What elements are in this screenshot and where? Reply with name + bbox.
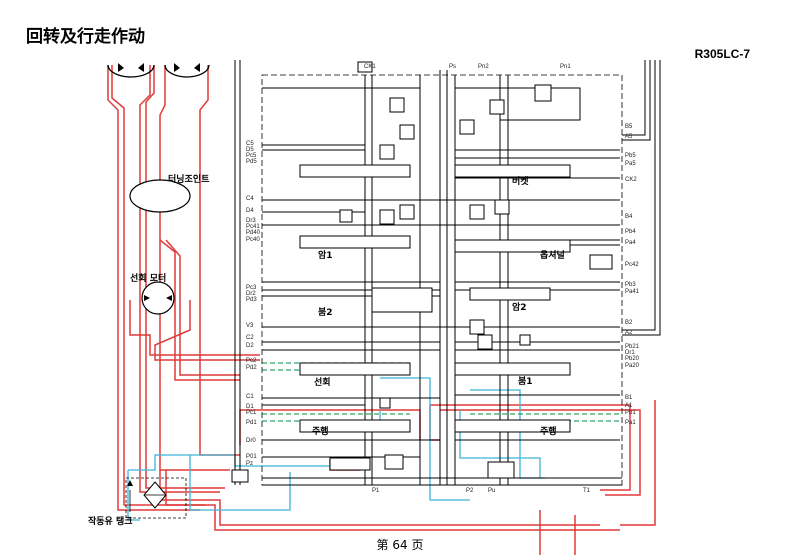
travel-motor-left xyxy=(107,63,155,78)
port-pa20: Pa20 xyxy=(625,363,640,369)
port-a5: A5 xyxy=(625,134,633,140)
swing-motor-shape xyxy=(141,281,175,315)
port-pz: Pz xyxy=(246,461,253,467)
port-a1: A1 xyxy=(625,403,633,409)
port-dr1: Dr1 xyxy=(625,350,635,356)
port-pa41: Pa41 xyxy=(625,289,640,295)
page-title: 回转及行走作动 xyxy=(26,27,145,47)
port-p2: P2 xyxy=(466,488,474,494)
port-b4: B4 xyxy=(625,214,633,220)
port-c1: C1 xyxy=(246,394,254,400)
turning-joint-shape xyxy=(129,179,191,213)
port-d4: D4 xyxy=(246,208,254,214)
port-pd5: Pd5 xyxy=(246,159,257,165)
model-label: R305LC-7 xyxy=(694,47,750,61)
port-ck1: CK1 xyxy=(364,64,376,70)
valve-frame xyxy=(234,60,661,486)
port-a2: A2 xyxy=(625,330,633,336)
port-ck2: CK2 xyxy=(625,177,637,183)
port-labels-left: C5D5Pc5Pd5C4D4Dr3Pc41Pd40Pc40Pc3Dr2Pd3V3… xyxy=(246,141,261,467)
tank-filter xyxy=(125,477,187,519)
port-c4: C4 xyxy=(246,196,254,202)
port-d2: D2 xyxy=(246,343,254,349)
travel-motor-right xyxy=(164,63,210,78)
port-d1: D1 xyxy=(246,404,254,410)
port-pn1: Pn1 xyxy=(560,64,571,70)
port-dr3: Dr3 xyxy=(246,218,256,224)
port-pn2: Pn2 xyxy=(478,64,489,70)
port-dr0: Dr0 xyxy=(246,438,256,444)
spool-label-travel-right: 주행 xyxy=(540,425,557,437)
port-pc2: Pc2 xyxy=(246,358,257,364)
spool-label-arm2: 암2 xyxy=(512,301,527,313)
port-v3: V3 xyxy=(246,323,254,329)
port-pu: Pu xyxy=(488,488,495,494)
port-pd2: Pd2 xyxy=(246,365,257,371)
port-pa5: Pa5 xyxy=(625,161,636,167)
port-pc5: Pc5 xyxy=(246,153,257,159)
port-labels-bottom: P1 P2 Pu T1 xyxy=(372,488,591,494)
port-pc40: Pc40 xyxy=(246,237,260,243)
port-labels-top: CK1 Ps Pn2 Pn1 xyxy=(364,64,571,70)
port-pb20: Pb20 xyxy=(625,356,640,362)
port-pb4: Pb4 xyxy=(625,229,636,235)
port-b5: B5 xyxy=(625,124,633,130)
port-b1: B1 xyxy=(625,395,633,401)
port-dr2: Dr2 xyxy=(246,291,256,297)
port-pc42: Pc42 xyxy=(625,262,639,268)
spool-label-bucket: 버켓 xyxy=(512,175,529,187)
spool-blocks xyxy=(231,61,613,483)
tank-label: 작동유 탱크 xyxy=(88,515,133,527)
spool-label-swing: 선회 xyxy=(314,376,331,388)
turning-joint-label: 터닝조인트 xyxy=(168,173,210,185)
port-pc1: Pc1 xyxy=(246,410,257,416)
page-number: 第 64 页 xyxy=(376,538,424,552)
port-pd1: Pd1 xyxy=(246,420,257,426)
port-pb1: Pb1 xyxy=(625,410,636,416)
spool-label-option: 옵셔널 xyxy=(540,249,565,261)
spool-label-boom1: 붐1 xyxy=(518,376,533,387)
port-pd40: Pd40 xyxy=(246,230,261,236)
port-p01: P01 xyxy=(246,454,257,460)
port-pb3: Pb3 xyxy=(625,282,636,288)
spool-label-travel-left: 주행 xyxy=(312,425,329,437)
swing-motor-label: 선회 모터 xyxy=(130,272,166,284)
spool-label-boom2: 붐2 xyxy=(318,307,333,318)
port-labels-right: B5A5Pb5Pa5CK2B4Pb4Pa4Pc42Pb3Pa41B2A2Pb21… xyxy=(625,124,640,426)
port-pb5: Pb5 xyxy=(625,153,636,159)
port-pa4: Pa4 xyxy=(625,240,636,246)
port-c5: C5 xyxy=(246,141,254,147)
port-d5: D5 xyxy=(246,147,254,153)
port-pb21: Pb21 xyxy=(625,344,640,350)
blue-lines xyxy=(127,377,545,521)
port-pd3: Pd3 xyxy=(246,297,257,303)
port-t1: T1 xyxy=(583,488,591,494)
port-b2: B2 xyxy=(625,320,633,326)
port-c2: C2 xyxy=(246,335,254,341)
port-pc3: Pc3 xyxy=(246,285,257,291)
spool-label-arm1: 암1 xyxy=(318,249,333,261)
port-pa1: Pa1 xyxy=(625,420,636,426)
port-p1: P1 xyxy=(372,488,380,494)
port-ps: Ps xyxy=(449,64,456,70)
port-pc41: Pc41 xyxy=(246,224,260,230)
